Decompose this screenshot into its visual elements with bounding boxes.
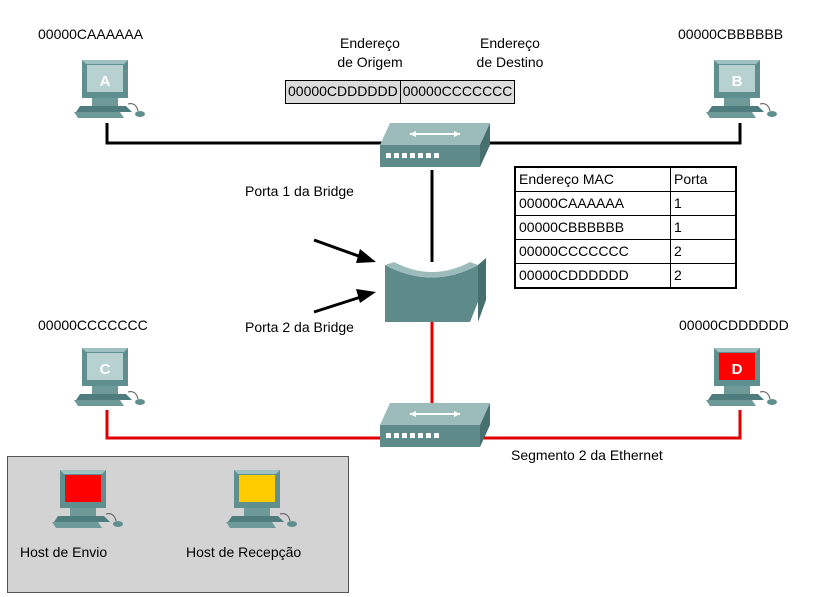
mac-cell: 00000CBBBBBB bbox=[514, 215, 671, 240]
frame-destination-value: 00000CCCCCCC bbox=[399, 81, 515, 103]
host-b-mac: 00000CBBBBBB bbox=[678, 26, 784, 42]
host-d-computer bbox=[705, 347, 778, 407]
mac-table-header-row: Endereço MAC Porta bbox=[514, 166, 737, 192]
port-cell: 2 bbox=[670, 239, 737, 264]
source-label-line1: Endereço bbox=[340, 35, 400, 51]
table-row: 00000CDDDDDD 2 bbox=[514, 263, 737, 289]
receiving-host-icon bbox=[225, 469, 298, 529]
mac-cell: 00000CAAAAAA bbox=[514, 191, 671, 216]
host-d-mac: 00000CDDDDDD bbox=[679, 317, 789, 333]
bridge-icon bbox=[385, 258, 486, 322]
bridge-port1-label: Porta 1 da Bridge bbox=[245, 183, 354, 199]
table-row: 00000CAAAAAA 1 bbox=[514, 191, 737, 216]
mac-cell: 00000CDDDDDD bbox=[514, 263, 671, 289]
frame-source-value: 00000CDDDDDD bbox=[286, 81, 400, 103]
host-b-letter: B bbox=[732, 73, 743, 90]
port-cell: 1 bbox=[670, 215, 737, 240]
mac-address-table: Endereço MAC Porta 00000CAAAAAA 1 00000C… bbox=[514, 166, 737, 289]
port-column-header: Porta bbox=[670, 166, 737, 192]
bridge-port2-label: Porta 2 da Bridge bbox=[245, 319, 354, 335]
host-d-letter: D bbox=[732, 361, 743, 378]
table-row: 00000CCCCCCC 2 bbox=[514, 239, 737, 264]
destination-address-label: Endereço de Destino bbox=[450, 34, 570, 72]
port-cell: 2 bbox=[670, 263, 737, 289]
dest-label-line2: de Destino bbox=[476, 54, 544, 70]
host-c-mac: 00000CCCCCCC bbox=[38, 317, 148, 333]
mac-column-header: Endereço MAC bbox=[514, 166, 671, 192]
source-label-line2: de Origem bbox=[337, 54, 403, 70]
mac-cell: 00000CCCCCCC bbox=[514, 239, 671, 264]
receiving-host-label: Host de Recepção bbox=[186, 544, 302, 560]
dest-label-line1: Endereço bbox=[480, 35, 540, 51]
port-cell: 1 bbox=[670, 191, 737, 216]
host-a-mac: 00000CAAAAAA bbox=[38, 26, 144, 42]
table-row: 00000CBBBBBB 1 bbox=[514, 215, 737, 240]
port2-arrow bbox=[313, 289, 376, 314]
hub-segment2 bbox=[379, 402, 491, 448]
source-address-label: Endereço de Origem bbox=[310, 34, 430, 72]
segment2-label: Segmento 2 da Ethernet bbox=[511, 447, 663, 463]
sending-host-label: Host de Envio bbox=[20, 544, 108, 560]
frame-addresses: 00000CDDDDDD 00000CCCCCCC bbox=[285, 80, 516, 104]
port1-arrow bbox=[313, 238, 376, 263]
host-c-letter: C bbox=[100, 361, 111, 378]
host-a-letter: A bbox=[100, 73, 111, 90]
hub-segment1 bbox=[379, 122, 491, 168]
sending-host-icon bbox=[51, 469, 124, 529]
